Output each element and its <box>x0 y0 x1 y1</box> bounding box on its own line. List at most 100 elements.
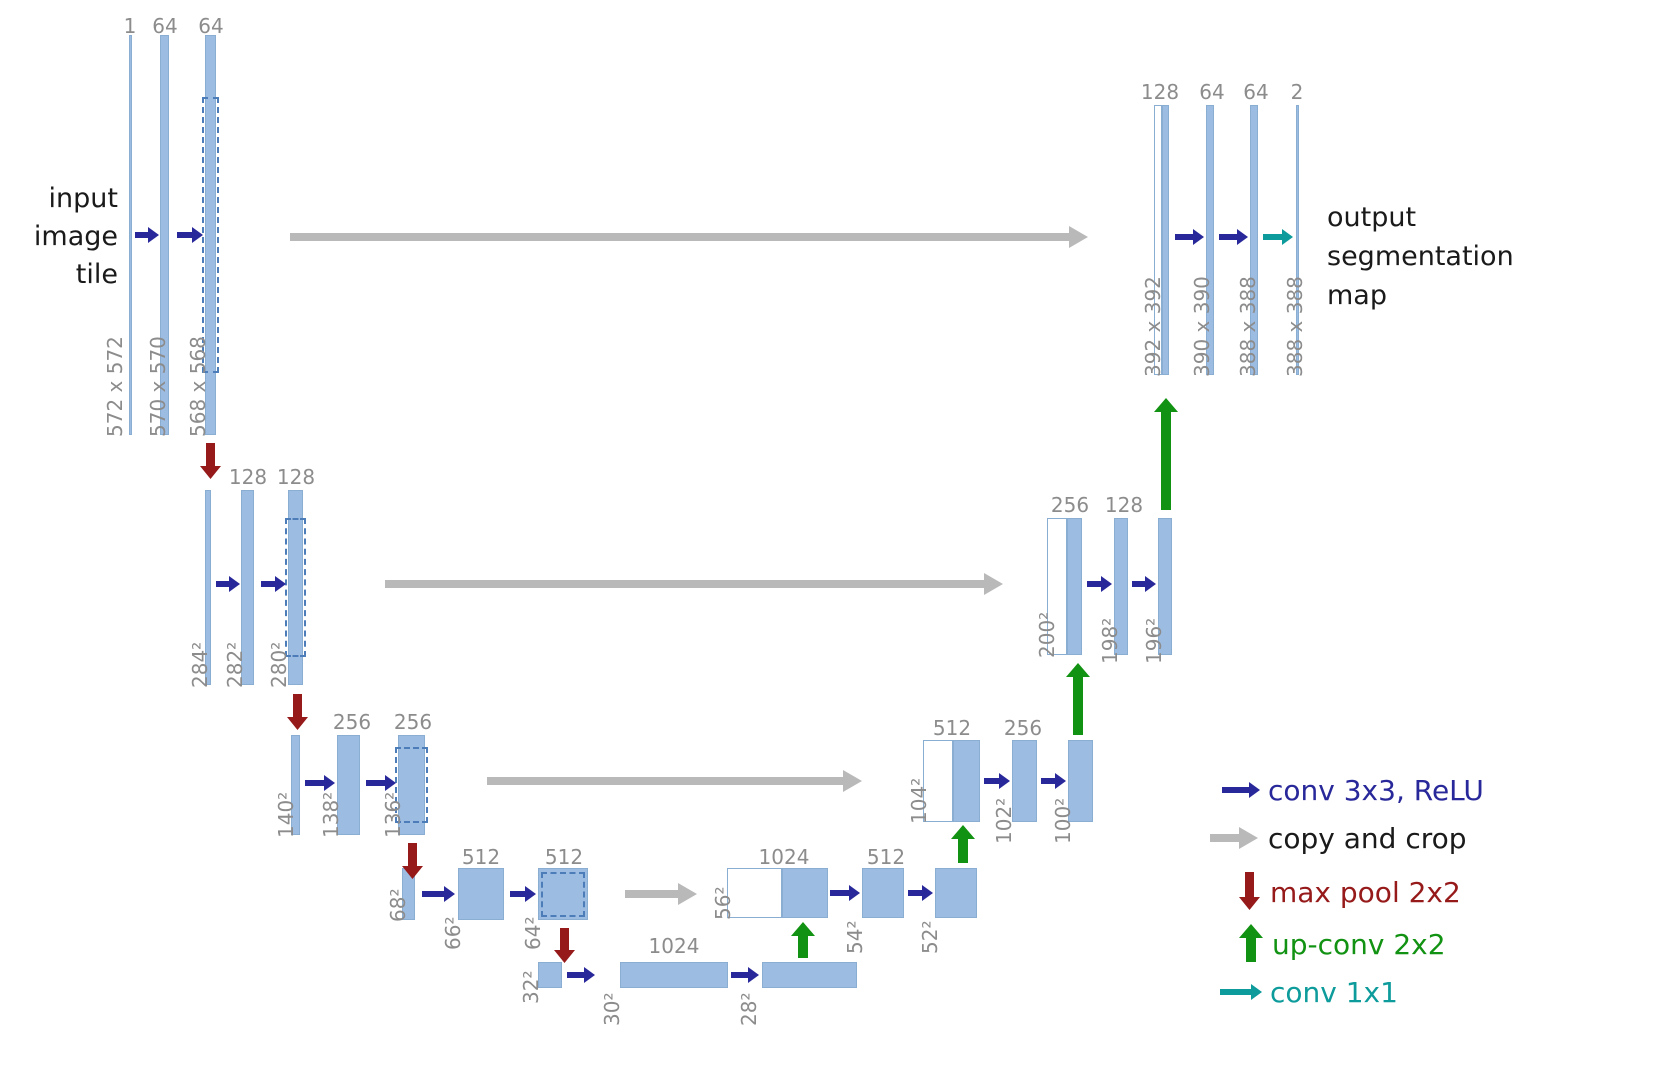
channel-count-label: 256 <box>1003 716 1043 740</box>
dimension-label: 64² <box>521 916 545 950</box>
conv-3x3-arrow <box>510 886 536 902</box>
legend-label-conv1x1: conv 1x1 <box>1270 976 1398 1009</box>
conv-3x3-arrow <box>177 227 203 243</box>
dimension-label: 54² <box>843 920 867 954</box>
conv-3x3-arrow <box>135 227 159 243</box>
feature-map <box>1250 105 1258 375</box>
feature-map <box>762 962 857 988</box>
feature-map <box>782 868 828 918</box>
conv-3x3-arrow <box>567 967 595 983</box>
channel-count-label: 1 <box>123 14 137 38</box>
crop-region-outline <box>285 518 306 657</box>
max-pool-arrow <box>199 443 221 479</box>
feature-map <box>1114 518 1128 655</box>
max-pool-arrow <box>553 928 575 963</box>
conv-1x1-arrow <box>1220 984 1262 1000</box>
feature-map <box>1206 105 1214 375</box>
feature-map <box>205 35 216 435</box>
feature-map <box>935 868 977 918</box>
feature-map <box>1162 105 1169 375</box>
feature-map <box>953 740 980 822</box>
conv-3x3-arrow <box>830 885 860 901</box>
conv-3x3-arrow <box>305 775 335 791</box>
conv-3x3-arrow <box>216 576 240 592</box>
conv-3x3-arrow <box>1175 229 1204 245</box>
feature-map <box>538 962 562 988</box>
channel-count-label: 256 <box>393 710 433 734</box>
copied-feature-map <box>1047 518 1067 655</box>
feature-map <box>1012 740 1037 822</box>
channel-count-label: 128 <box>1104 493 1144 517</box>
copied-feature-map <box>1154 105 1162 375</box>
feature-map <box>1158 518 1172 655</box>
dimension-label: 102² <box>992 797 1016 844</box>
feature-map <box>1067 518 1082 655</box>
channel-count-label: 64 <box>198 14 224 38</box>
dimension-label: 136² <box>381 791 405 838</box>
dimension-label: 68² <box>386 888 410 922</box>
conv-3x3-arrow <box>366 775 396 791</box>
legend-label-conv: conv 3x3, ReLU <box>1268 774 1484 807</box>
dimension-label: 568 x 568 <box>186 336 210 437</box>
copy-crop-arrow <box>487 770 862 792</box>
feature-map <box>205 490 211 685</box>
dimension-label: 388 x 388 <box>1283 276 1307 377</box>
feature-map <box>862 868 904 918</box>
crop-region-outline <box>202 97 219 373</box>
conv-3x3-arrow <box>1219 229 1248 245</box>
copy-crop-arrow <box>625 883 697 905</box>
dimension-label: 282² <box>223 641 247 688</box>
feature-map <box>241 490 254 685</box>
conv-3x3-arrow <box>422 886 455 902</box>
input-image-tile-label: input image tile <box>33 183 118 290</box>
up-conv-arrow <box>791 922 815 958</box>
max-pool-arrow <box>401 843 423 879</box>
legend-label-copy: copy and crop <box>1268 822 1467 855</box>
channel-count-label: 512 <box>461 845 501 869</box>
channel-count-label: 64 <box>1243 80 1269 104</box>
conv-3x3-arrow <box>731 967 759 983</box>
conv-3x3-arrow <box>1041 773 1066 789</box>
channel-count-label: 512 <box>866 845 906 869</box>
conv-3x3-arrow <box>1087 576 1112 592</box>
conv-3x3-arrow <box>984 773 1010 789</box>
dimension-label: 32² <box>519 970 543 1004</box>
feature-map <box>398 735 425 835</box>
dimension-label: 388 x 388 <box>1236 276 1260 377</box>
copy-crop-arrow <box>1210 827 1258 849</box>
feature-map <box>620 962 728 988</box>
conv-3x3-arrow <box>1132 576 1156 592</box>
dimension-label: 198² <box>1098 617 1122 664</box>
feature-map <box>288 490 303 685</box>
dimension-label: 200² <box>1035 611 1059 658</box>
dimension-label: 28² <box>737 992 761 1026</box>
dimension-label: 196² <box>1142 617 1166 664</box>
up-conv-arrow <box>1239 924 1263 962</box>
max-pool-arrow <box>1238 872 1260 910</box>
dimension-label: 572 x 572 <box>103 336 127 437</box>
conv-1x1-arrow <box>1263 229 1293 245</box>
dimension-label: 66² <box>441 916 465 950</box>
max-pool-arrow <box>286 694 308 730</box>
dimension-label: 56² <box>711 886 735 920</box>
feature-map <box>291 735 300 835</box>
up-conv-arrow <box>951 825 975 863</box>
feature-map <box>458 868 504 920</box>
channel-count-label: 512 <box>544 845 584 869</box>
copied-feature-map <box>727 868 782 918</box>
dimension-label: 52² <box>918 920 942 954</box>
dimension-label: 30² <box>600 992 624 1026</box>
feature-map <box>1068 740 1093 822</box>
channel-count-label: 128 <box>1140 80 1180 104</box>
channel-count-label: 256 <box>1050 493 1090 517</box>
up-conv-arrow <box>1066 663 1090 735</box>
conv-3x3-arrow <box>261 576 286 592</box>
dimension-label: 284² <box>188 641 212 688</box>
dimension-label: 390 x 390 <box>1190 276 1214 377</box>
copy-crop-arrow <box>290 226 1088 248</box>
dimension-label: 138² <box>319 791 343 838</box>
channel-count-label: 128 <box>228 465 268 489</box>
channel-count-label: 512 <box>932 716 972 740</box>
feature-map <box>337 735 360 835</box>
